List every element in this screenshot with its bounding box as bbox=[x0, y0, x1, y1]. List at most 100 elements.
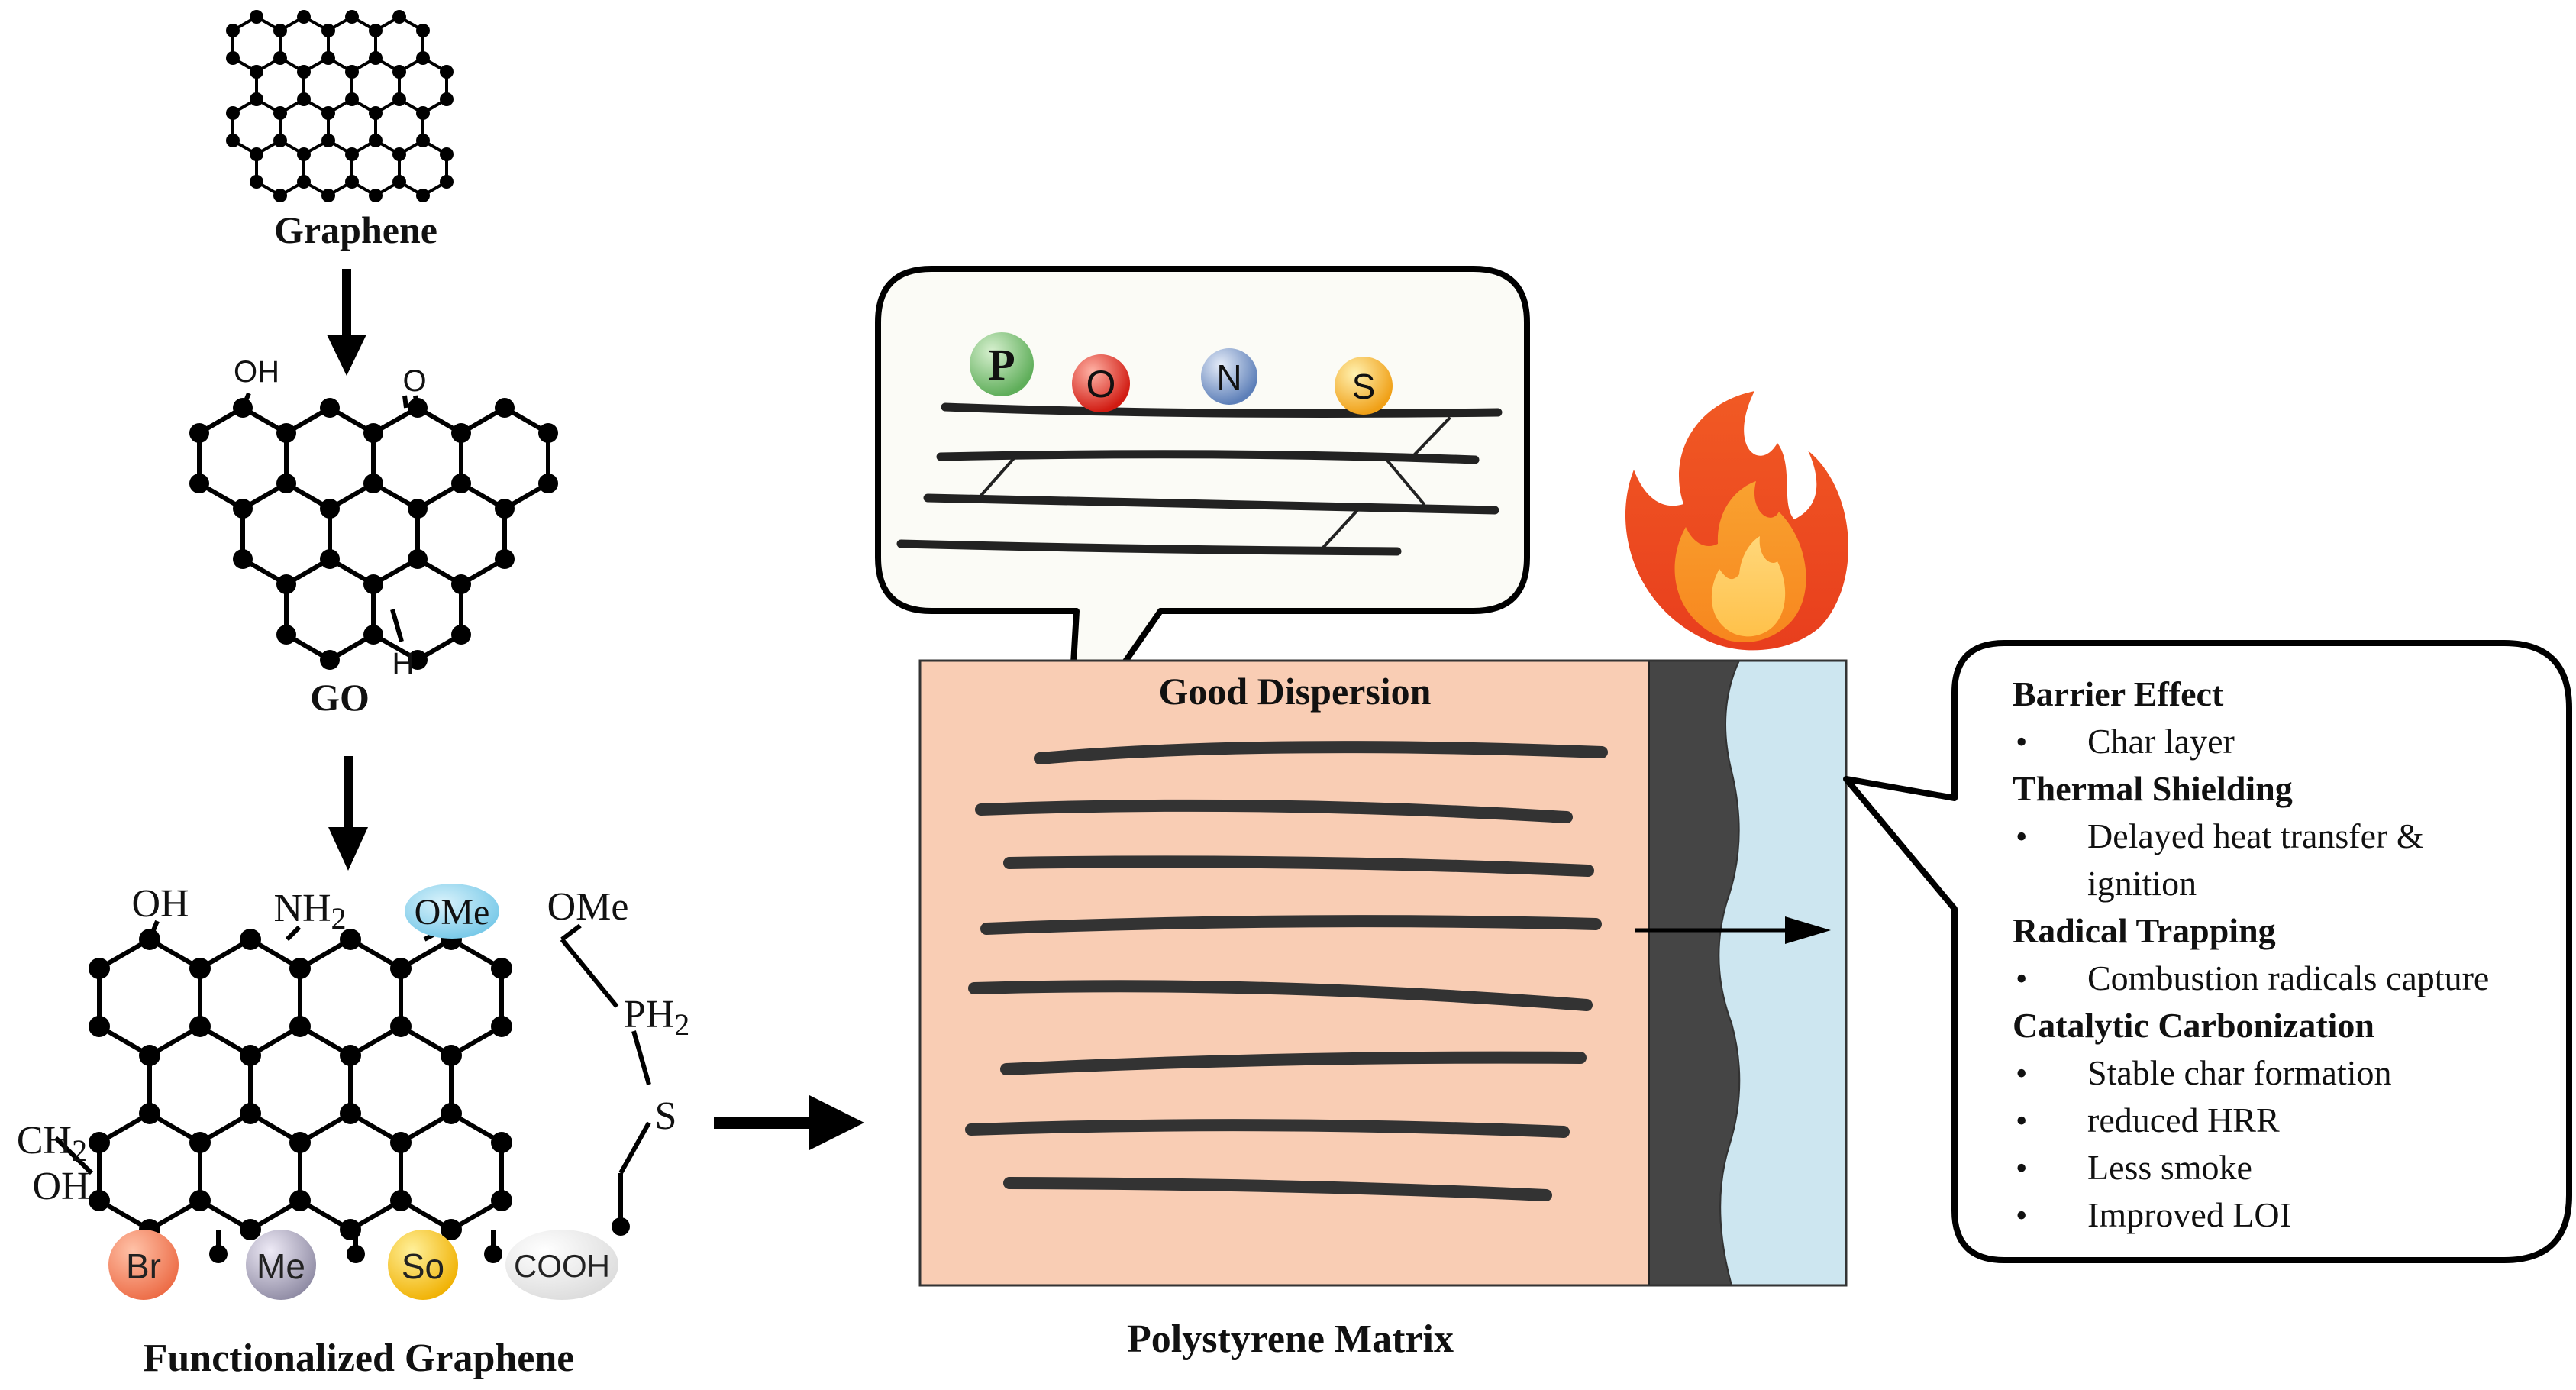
atom bbox=[273, 24, 287, 37]
atom bbox=[345, 92, 359, 106]
atom bbox=[320, 398, 340, 418]
zoom-sheet bbox=[896, 539, 1402, 556]
dispersed-sheets bbox=[965, 741, 1608, 1201]
atom bbox=[538, 474, 558, 493]
atom bbox=[416, 51, 430, 65]
atom bbox=[390, 958, 412, 979]
zoom-atoms: P O N S bbox=[970, 332, 1393, 415]
bond bbox=[53, 1136, 94, 1175]
svg-text:N: N bbox=[1216, 357, 1241, 397]
atom bbox=[495, 499, 515, 519]
effect-section-title: Catalytic Carbonization bbox=[2013, 1006, 2374, 1045]
atom bbox=[273, 189, 287, 202]
zoom-sheets bbox=[896, 402, 1503, 556]
svg-text:So: So bbox=[402, 1246, 444, 1286]
effect-section-title: Barrier Effect bbox=[2013, 674, 2224, 713]
atom bbox=[345, 147, 359, 161]
atom bbox=[363, 423, 383, 443]
atom bbox=[189, 958, 211, 979]
atom bbox=[491, 1190, 512, 1211]
atom bbox=[441, 1045, 462, 1066]
atom bbox=[289, 958, 311, 979]
atom bbox=[369, 51, 383, 65]
effect-item: Char layer bbox=[2087, 722, 2235, 761]
atom bbox=[451, 474, 471, 493]
fg-ph2-label: PH2 bbox=[624, 993, 689, 1042]
svg-text:O: O bbox=[1086, 363, 1116, 406]
bond bbox=[240, 392, 251, 409]
atom bbox=[392, 175, 406, 189]
bond bbox=[560, 938, 619, 1008]
atom bbox=[491, 1016, 512, 1037]
atom bbox=[363, 625, 383, 645]
atom bbox=[276, 474, 296, 493]
atom bbox=[491, 1132, 512, 1153]
bond bbox=[631, 1030, 651, 1085]
atom-o: O bbox=[1072, 354, 1130, 412]
atom bbox=[233, 549, 253, 569]
atom bbox=[340, 1103, 361, 1124]
atom bbox=[390, 1190, 412, 1211]
atom bbox=[297, 147, 311, 161]
fg-oh-label: OH bbox=[131, 882, 189, 926]
atom bbox=[392, 147, 406, 161]
atom bbox=[139, 1045, 160, 1066]
functionalized-graphene-label: Functionalized Graphene bbox=[144, 1337, 575, 1380]
badge-me: Me bbox=[246, 1230, 316, 1300]
gas-layer bbox=[1718, 660, 1847, 1286]
effect-item: ignition bbox=[2087, 864, 2197, 903]
graphene-label: Graphene bbox=[274, 208, 437, 251]
atom bbox=[612, 1217, 630, 1236]
dispersed-sheet bbox=[1003, 855, 1594, 877]
atom bbox=[320, 499, 340, 519]
atom bbox=[451, 625, 471, 645]
atom bbox=[250, 10, 263, 24]
atom bbox=[139, 1103, 160, 1124]
atom bbox=[491, 958, 512, 979]
go-label: GO bbox=[310, 676, 370, 719]
atom bbox=[89, 1190, 110, 1211]
zoom-crosslink bbox=[1386, 460, 1425, 506]
fg-s-label: S bbox=[655, 1094, 677, 1138]
atom bbox=[392, 65, 406, 79]
atom bbox=[250, 147, 263, 161]
atom bbox=[495, 549, 515, 569]
atom bbox=[297, 10, 311, 24]
atom-s: S bbox=[1335, 357, 1393, 415]
arrow-down-icon bbox=[328, 756, 368, 871]
zoom-sheet bbox=[941, 402, 1503, 418]
atom bbox=[392, 92, 406, 106]
bullet-icon: • bbox=[2016, 1197, 2027, 1234]
atom bbox=[538, 423, 558, 443]
atom bbox=[416, 24, 430, 37]
atom bbox=[495, 398, 515, 418]
svg-text:Br: Br bbox=[126, 1246, 161, 1286]
atom bbox=[408, 650, 428, 670]
atom bbox=[189, 474, 209, 493]
svg-text:COOH: COOH bbox=[514, 1248, 610, 1284]
atom bbox=[276, 625, 296, 645]
atom bbox=[89, 1016, 110, 1037]
atom bbox=[233, 499, 253, 519]
svg-text:S: S bbox=[1352, 367, 1376, 406]
atom bbox=[441, 1219, 462, 1240]
atom bbox=[240, 1045, 261, 1066]
atom bbox=[250, 175, 263, 189]
atom bbox=[321, 134, 335, 147]
zoom-sheet bbox=[936, 450, 1480, 464]
go-o-label: O bbox=[402, 364, 426, 398]
atom bbox=[89, 958, 110, 979]
arrow-right-icon bbox=[1635, 916, 1831, 944]
fg-ch2-label: CH2 bbox=[17, 1119, 87, 1168]
atom bbox=[408, 398, 428, 418]
atom bbox=[408, 499, 428, 519]
effect-item: Delayed heat transfer & bbox=[2087, 816, 2424, 855]
bullet-icon: • bbox=[2016, 1149, 2027, 1187]
atom bbox=[369, 24, 383, 37]
atom bbox=[392, 10, 406, 24]
atom bbox=[276, 423, 296, 443]
svg-text:P: P bbox=[988, 340, 1015, 390]
effect-item: reduced HRR bbox=[2087, 1101, 2280, 1139]
